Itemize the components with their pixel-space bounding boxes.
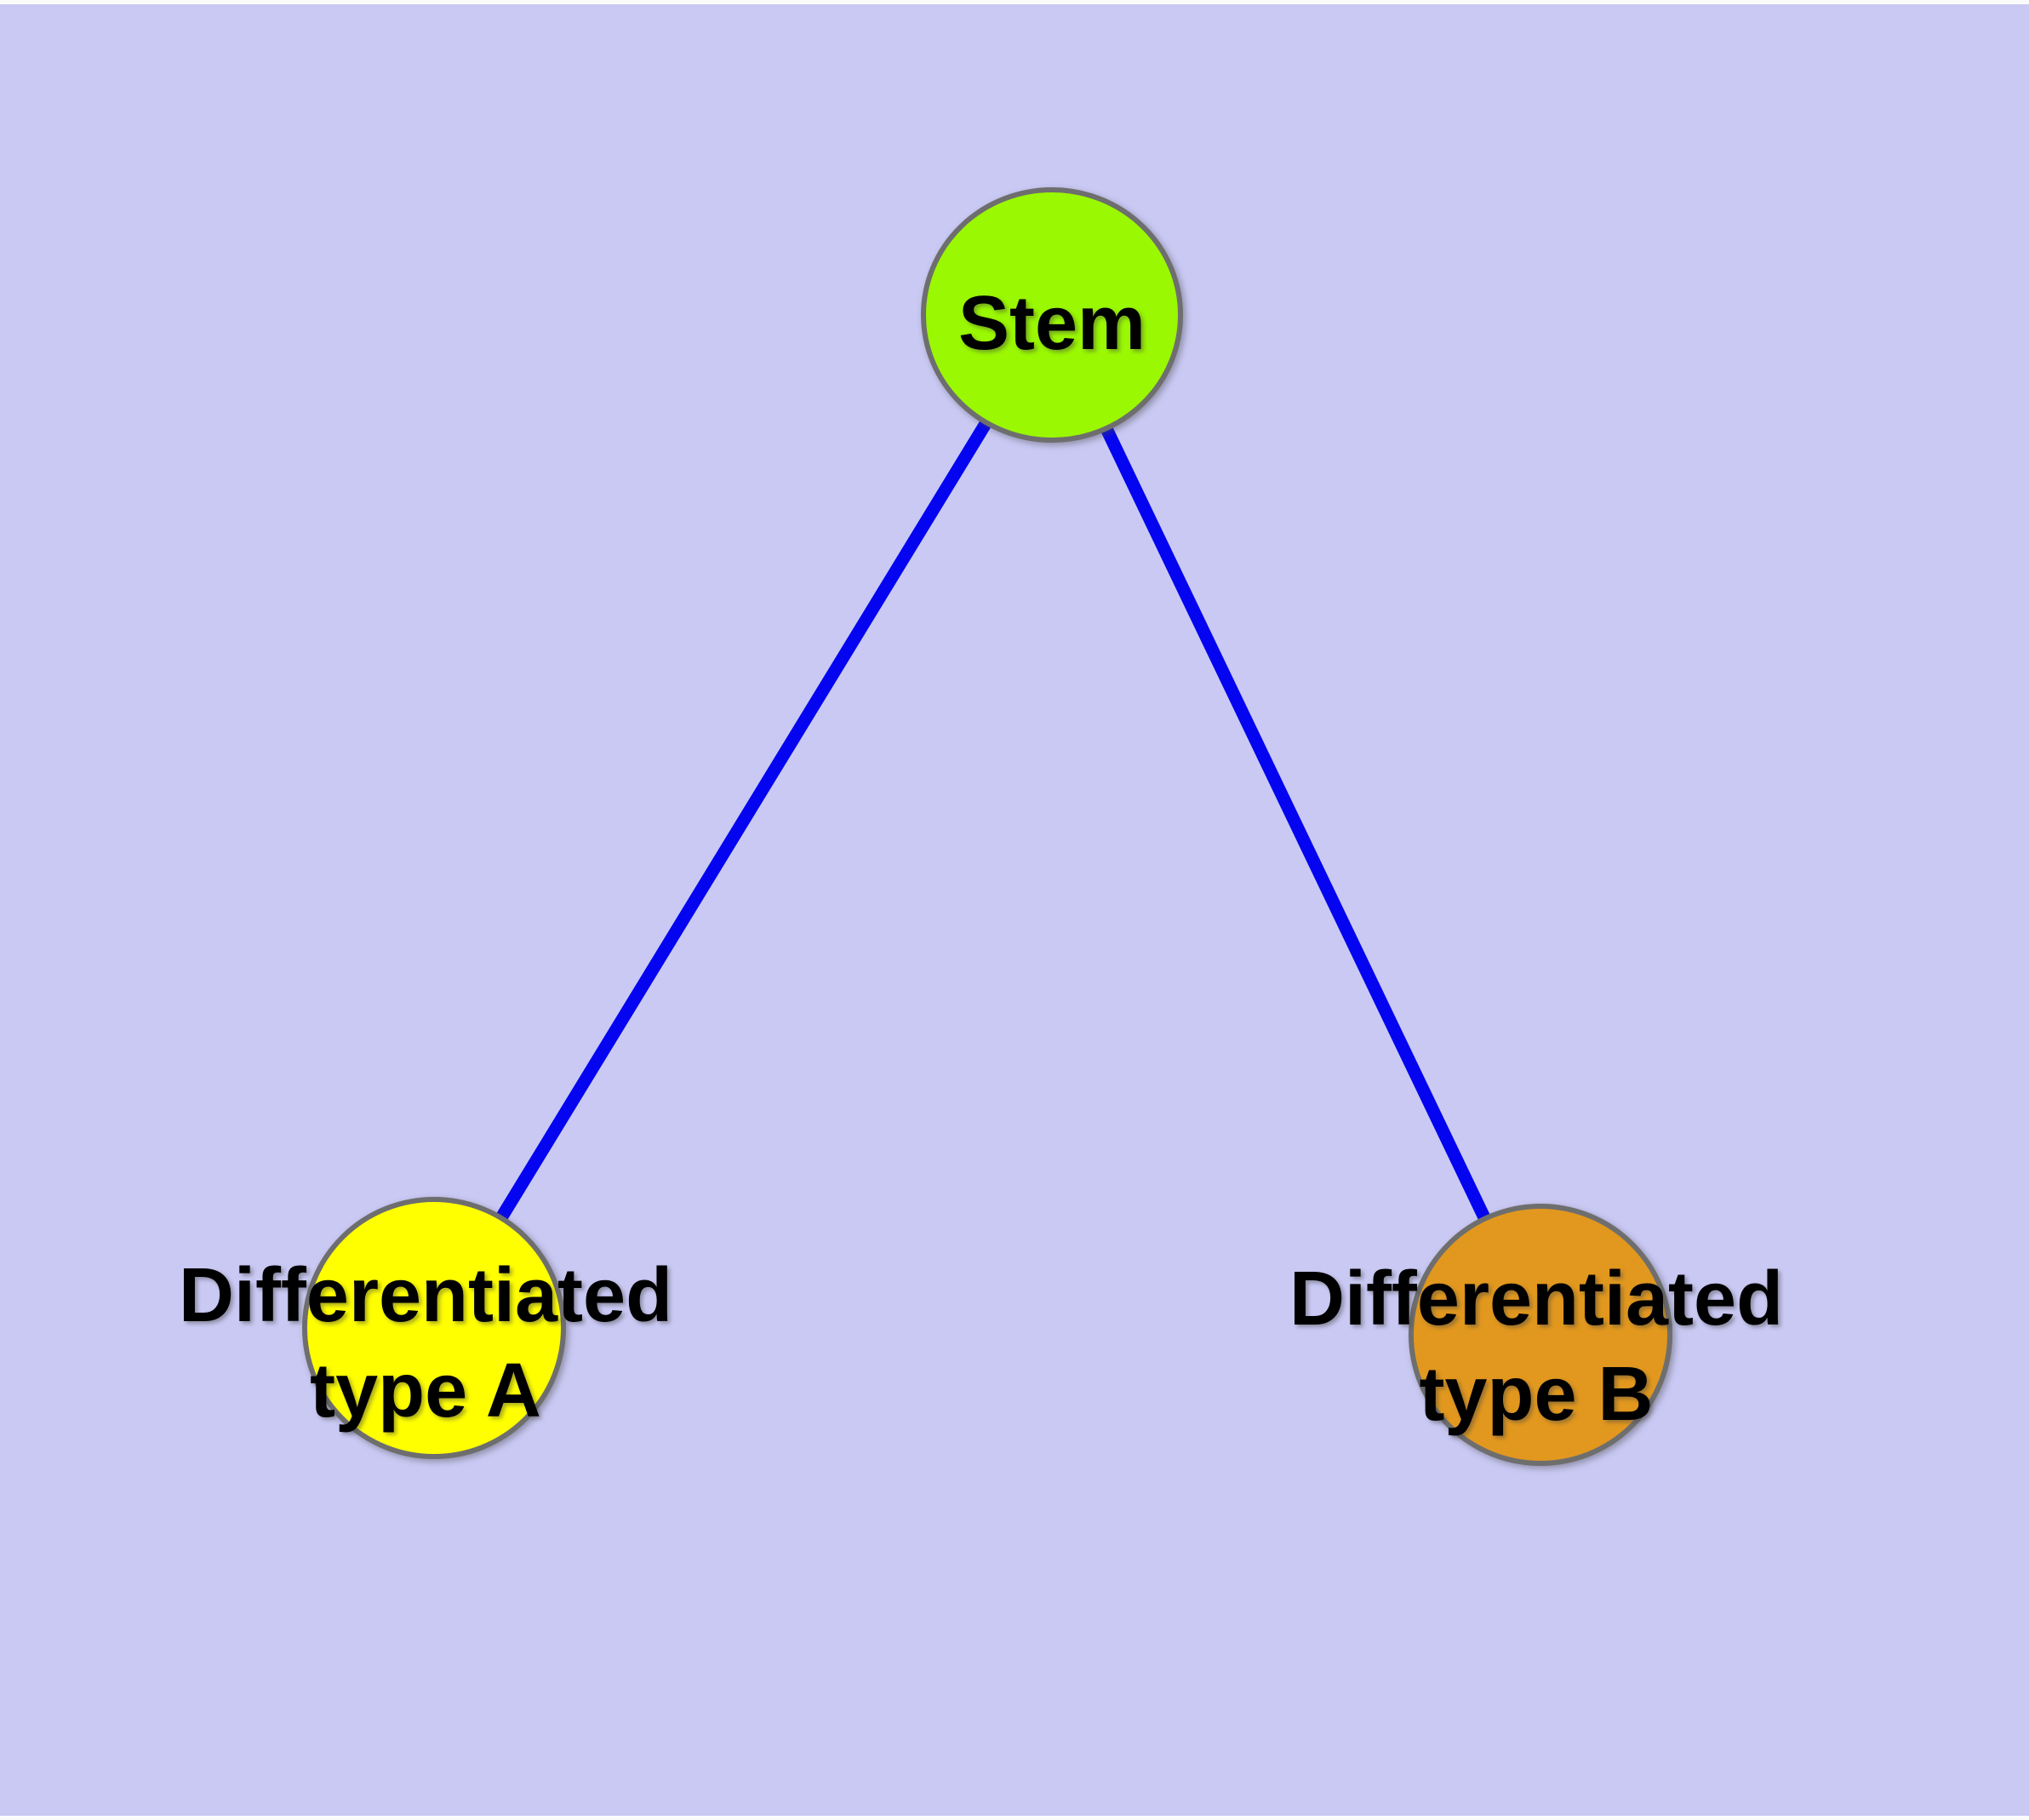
node-type-b-label: Differentiated type B: [1289, 1251, 1783, 1442]
edge-stem-to-type-b: [1046, 312, 1546, 1338]
node-type-b-circle: [1409, 1204, 1672, 1466]
node-stem-label: Stem: [958, 276, 1146, 371]
bottom-frame-strip: [0, 1816, 2029, 1820]
node-type-a-label-line1: Differentiated: [178, 1253, 673, 1338]
top-frame-strip: [0, 0, 2029, 4]
edge-stem-to-type-a: [428, 312, 1058, 1331]
node-stem-circle: [921, 187, 1183, 443]
node-type-a-label: Differentiated type A: [179, 1248, 672, 1439]
node-type-a-label-line2: type A: [310, 1348, 541, 1434]
node-type-b-label-line2: type B: [1419, 1352, 1654, 1437]
node-stem-label-text: Stem: [957, 281, 1146, 366]
node-type-a-circle: [302, 1197, 566, 1459]
node-type-b-label-line1: Differentiated: [1289, 1256, 1784, 1342]
